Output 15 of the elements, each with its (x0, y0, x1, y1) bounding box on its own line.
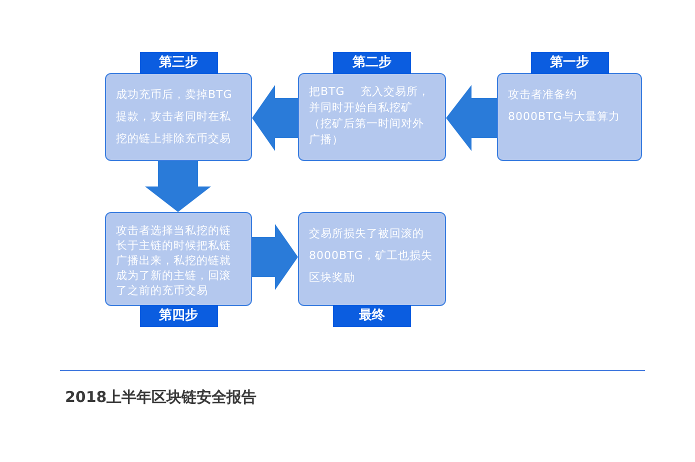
step-description: 交易所损失了被回滚的8000BTG，矿工也损失区块奖励 (309, 226, 434, 286)
step-description: 攻击者选择当私挖的链长于主链的时候把私链广播出来，私挖的链就成为了新的主链，回滚了之前的充币交易 (116, 223, 232, 298)
step-description: 攻击者准备约8000BTG与大量算力 (508, 87, 621, 125)
report-title: 2018上半年区块链安全报告 (65, 388, 257, 407)
block-arrow (446, 85, 497, 151)
step-title: 第三步 (140, 52, 218, 74)
block-arrow (252, 224, 298, 290)
step-title: 第二步 (333, 52, 411, 74)
step-description: 把BTG 充入交易所，并同时开始自私挖矿（挖矿后第一时间对外广播） (309, 84, 430, 148)
block-arrow (145, 161, 211, 212)
step-title: 最终 (333, 305, 411, 327)
step-title: 第四步 (140, 305, 218, 327)
step-description: 成功充币后，卖掉BTG提款，攻击者同时在私挖的链上排除充币交易 (116, 87, 234, 147)
step-title: 第一步 (530, 52, 608, 74)
block-arrow (252, 85, 298, 151)
